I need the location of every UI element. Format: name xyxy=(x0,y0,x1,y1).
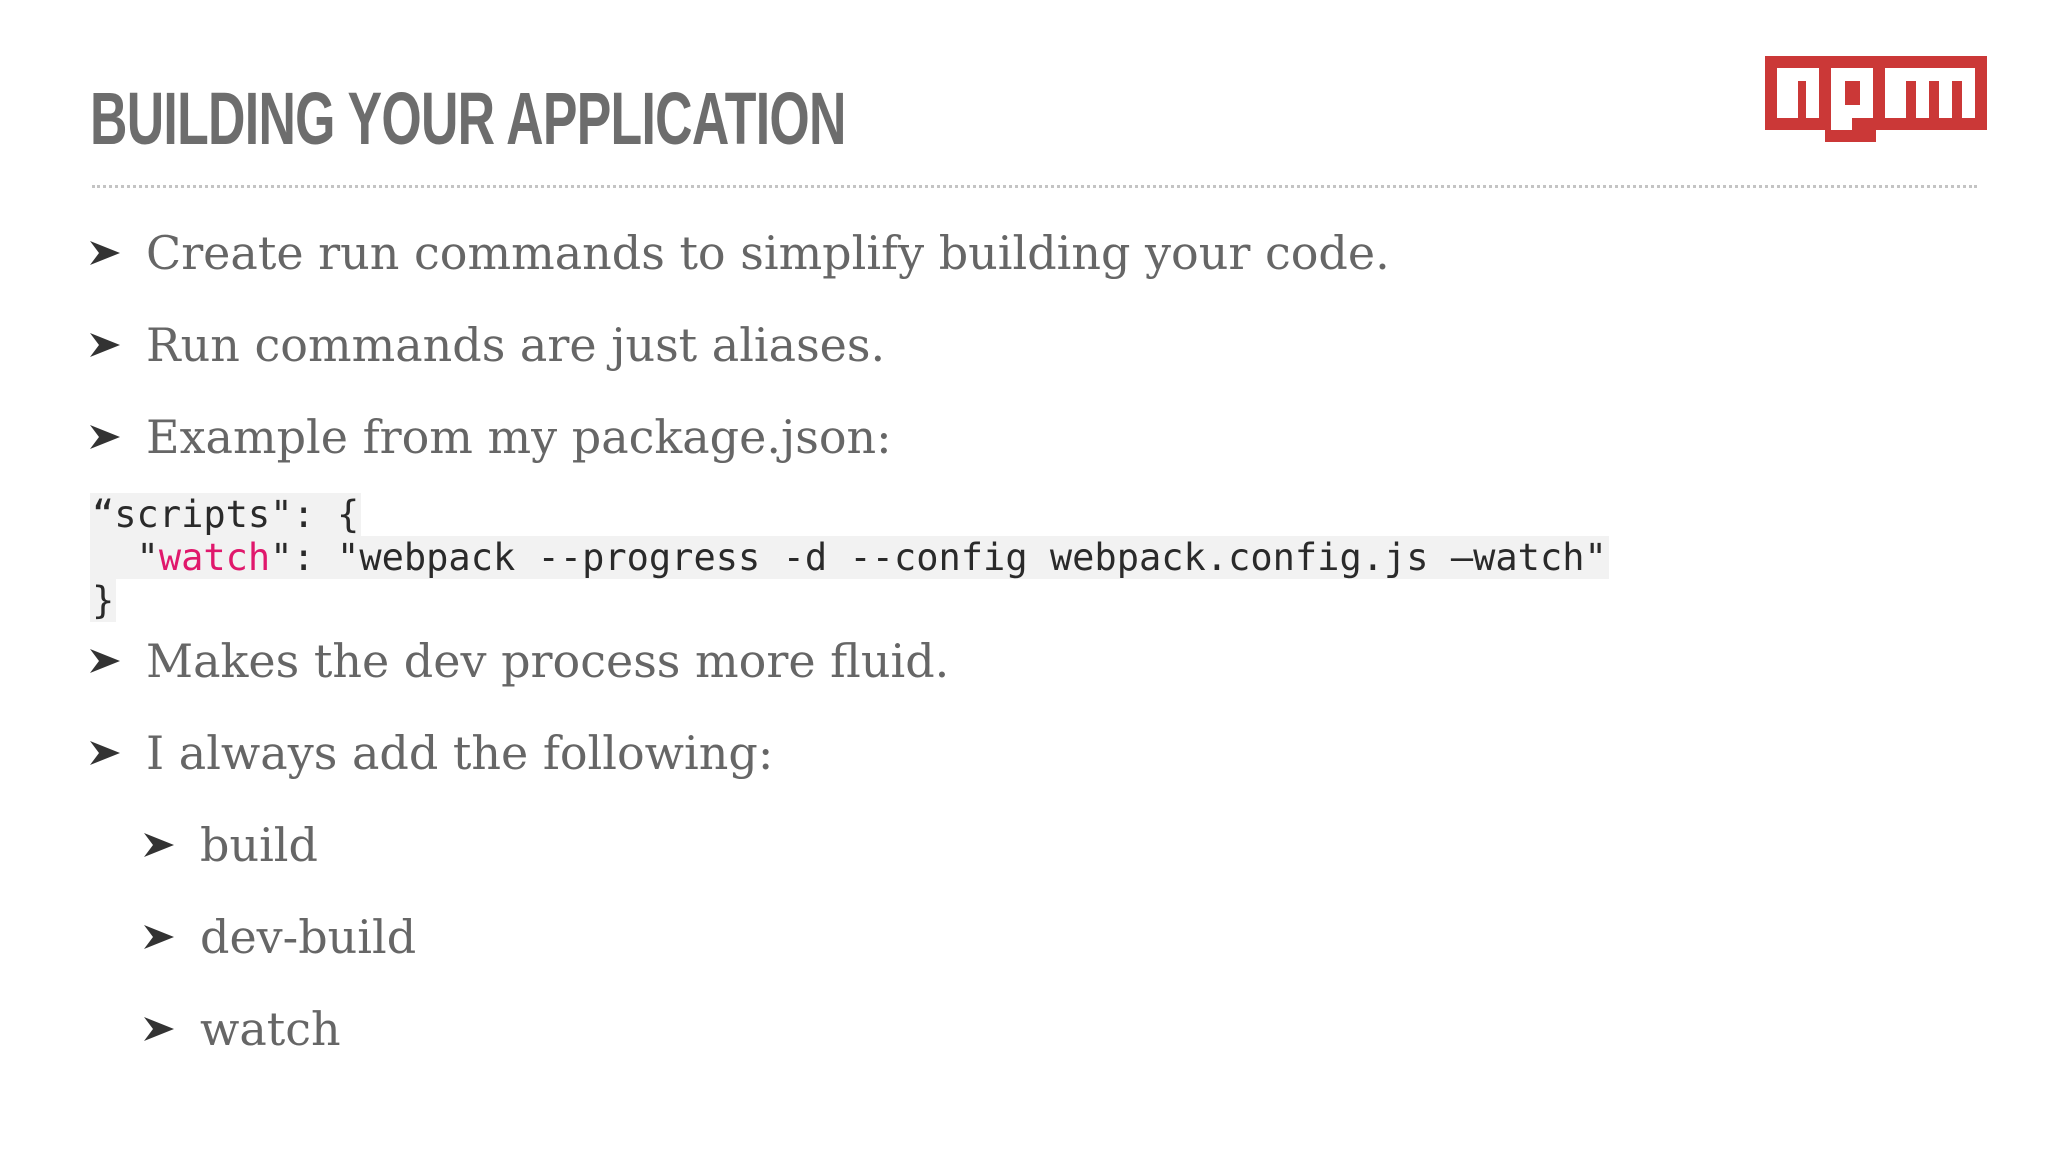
code-text: } xyxy=(92,579,115,622)
bullet-item: Create run commands to simplify building… xyxy=(90,223,1390,283)
sub-bullet-text: watch xyxy=(200,1002,341,1056)
bullet-item: Makes the dev process more fluid. xyxy=(90,631,949,691)
bullet-text: Example from my package.json: xyxy=(146,410,892,464)
sub-bullet-item: dev-build xyxy=(144,907,416,967)
bullet-item: Example from my package.json: xyxy=(90,407,892,467)
sub-bullet-text: build xyxy=(200,818,318,872)
sub-bullet-text: dev-build xyxy=(200,910,417,964)
arrow-bullet-icon xyxy=(90,723,142,783)
sub-bullet-item: watch xyxy=(144,999,341,1059)
arrow-bullet-icon xyxy=(144,815,196,875)
code-line: } xyxy=(90,579,117,622)
arrow-bullet-icon xyxy=(144,999,196,1059)
code-text: “scripts": { xyxy=(92,493,360,536)
arrow-bullet-icon xyxy=(90,407,142,467)
bullet-text: Makes the dev process more fluid. xyxy=(146,634,950,688)
code-block: “scripts": { "watch": "webpack --progres… xyxy=(0,0,1609,622)
title-divider xyxy=(92,185,1977,188)
code-line: "watch": "webpack --progress -d --config… xyxy=(90,536,1609,579)
bullet-text: Create run commands to simplify building… xyxy=(146,226,1390,280)
code-line: “scripts": { xyxy=(90,493,362,536)
arrow-bullet-icon xyxy=(90,315,142,375)
bullet-text: Run commands are just aliases. xyxy=(146,318,886,372)
bullet-item: Run commands are just aliases. xyxy=(90,315,885,375)
bullet-item: I always add the following: xyxy=(90,723,773,783)
arrow-bullet-icon xyxy=(90,631,142,691)
bullet-text: I always add the following: xyxy=(146,726,774,780)
slide-title: BUILDING YOUR APPLICATION xyxy=(90,77,846,160)
code-text: " xyxy=(92,536,159,579)
arrow-bullet-icon xyxy=(144,907,196,967)
arrow-bullet-icon xyxy=(90,223,142,283)
sub-bullet-item: build xyxy=(144,815,318,875)
npm-logo-icon xyxy=(1765,56,1987,147)
code-text: ": "webpack --progress -d --config webpa… xyxy=(270,536,1607,579)
code-key: watch xyxy=(158,536,271,579)
